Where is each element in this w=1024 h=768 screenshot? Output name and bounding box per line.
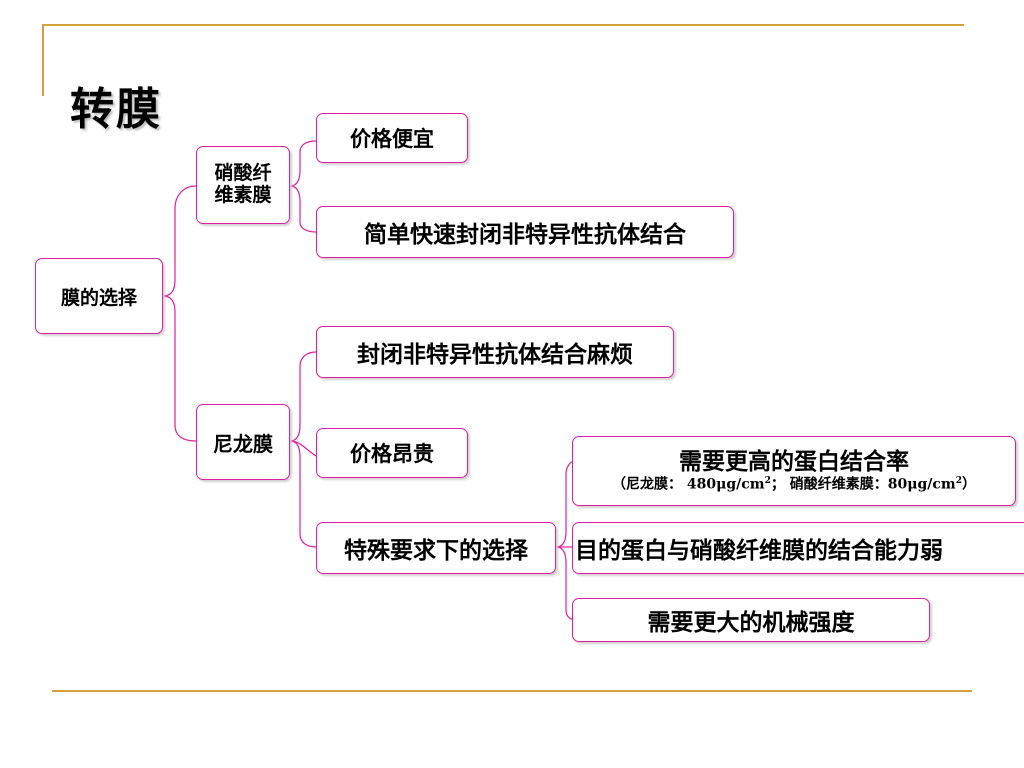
detail-mid: ； 硝酸纤维素膜：80μg/cm <box>770 476 956 493</box>
sp-binding-node: 需要更高的蛋白结合率 （尼龙膜： 480μg/cm2； 硝酸纤维素膜：80μg/… <box>572 436 1016 506</box>
nc-bracket <box>289 140 317 187</box>
nc-cheap-node: 价格便宜 <box>316 113 468 163</box>
nitrocellulose-label-line2: 维素膜 <box>214 184 272 206</box>
sp-binding-detail: （尼龙膜： 480μg/cm2； 硝酸纤维素膜：80μg/cm2） <box>612 476 976 493</box>
root-bracket-lower <box>162 295 197 442</box>
detail-sup1: 2 <box>764 475 771 486</box>
detail-suffix: ） <box>961 476 976 493</box>
ny-block-node: 封闭非特异性抗体结合麻烦 <box>316 326 674 378</box>
nylon-bracket <box>289 351 317 442</box>
nitrocellulose-node: 硝酸纤 维素膜 <box>196 146 290 224</box>
left-accent-line <box>42 24 44 96</box>
nc-block-node: 简单快速封闭非特异性抗体结合 <box>316 206 734 258</box>
nc-cheap-label: 价格便宜 <box>350 126 434 151</box>
root-label: 膜的选择 <box>60 286 137 309</box>
sp-binding-label: 需要更高的蛋白结合率 <box>679 448 909 476</box>
ny-block-label: 封闭非特异性抗体结合麻烦 <box>357 341 633 368</box>
special-bracket <box>555 461 573 548</box>
sp-weak-label: 目的蛋白与硝酸纤维膜的结合能力弱 <box>575 537 943 564</box>
nylon-bracket-lower <box>289 440 317 548</box>
nitrocellulose-label-line1: 硝酸纤 <box>214 162 272 185</box>
ny-special-label: 特殊要求下的选择 <box>344 537 528 564</box>
nylon-label: 尼龙膜 <box>213 431 273 456</box>
top-accent-line <box>42 24 964 26</box>
nylon-bracket-mid <box>289 440 317 457</box>
detail-sup2: 2 <box>955 475 962 486</box>
ny-price-node: 价格昂贵 <box>316 428 468 478</box>
special-bracket-lower <box>555 546 573 620</box>
slide-title: 转膜 <box>70 84 162 135</box>
ny-special-node: 特殊要求下的选择 <box>316 522 556 574</box>
nc-block-label: 简单快速封闭非特异性抗体结合 <box>364 221 686 248</box>
nylon-node: 尼龙膜 <box>196 404 290 480</box>
root-bracket <box>162 185 197 297</box>
root-node: 膜的选择 <box>35 258 163 334</box>
sp-weak-node: 目的蛋白与硝酸纤维膜的结合能力弱 <box>572 522 1024 574</box>
detail-prefix: （尼龙膜： 480μg/cm <box>612 476 765 493</box>
nc-bracket-lower <box>289 185 317 233</box>
sp-strength-node: 需要更大的机械强度 <box>572 598 930 642</box>
sp-strength-label: 需要更大的机械强度 <box>647 609 855 636</box>
ny-price-label: 价格昂贵 <box>350 441 434 466</box>
bottom-accent-line <box>52 690 972 692</box>
